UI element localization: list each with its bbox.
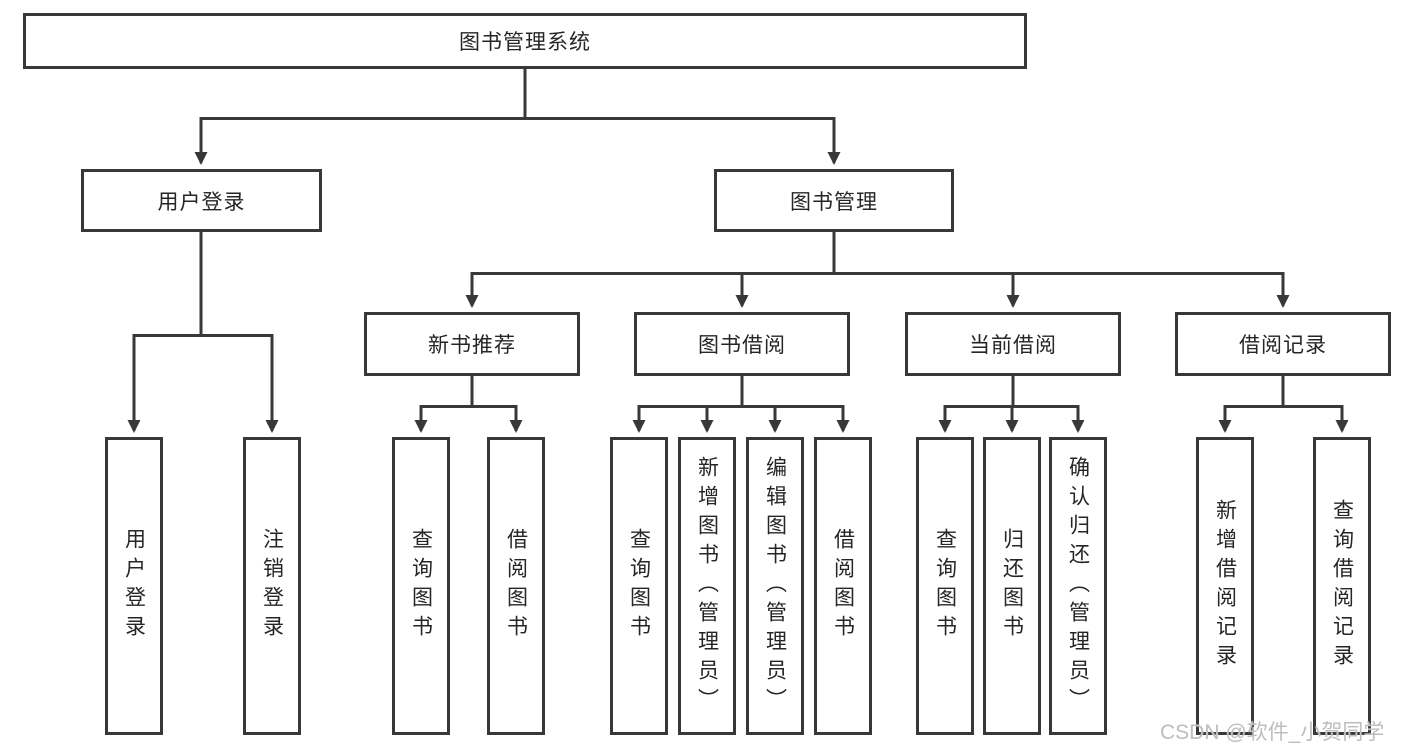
node-label: 归还图书 [1000, 528, 1024, 644]
node-label: 查询图书 [627, 528, 651, 644]
node-new-book-recommend: 新书推荐 [364, 312, 580, 376]
leaf-query-books-recommend: 查询图书 [392, 437, 450, 735]
node-book-management-module: 图书管理 [714, 169, 954, 232]
node-label: 用户登录 [122, 528, 146, 644]
node-book-borrowing: 图书借阅 [634, 312, 850, 376]
node-label: 图书管理 [790, 190, 878, 214]
leaf-borrow-books-borrowing: 借阅图书 [814, 437, 872, 735]
node-label: 图书借阅 [698, 334, 786, 357]
node-label: 图书管理系统 [459, 31, 591, 54]
leaf-confirm-return-admin: 确认归还（管理员） [1049, 437, 1107, 735]
leaf-query-books-current: 查询图书 [916, 437, 974, 735]
node-label: 新增图书（管理员） [695, 455, 719, 717]
node-label: 查询借阅记录 [1330, 499, 1354, 673]
node-label: 借阅图书 [831, 528, 855, 644]
leaf-return-book: 归还图书 [983, 437, 1041, 735]
node-label: 确认归还（管理员） [1066, 455, 1090, 717]
leaf-logout: 注销登录 [243, 437, 301, 735]
node-label: 注销登录 [260, 528, 284, 644]
leaf-add-borrow-record: 新增借阅记录 [1196, 437, 1254, 735]
node-label: 查询图书 [409, 528, 433, 644]
node-borrowing-records: 借阅记录 [1175, 312, 1391, 376]
node-label: 查询图书 [933, 528, 957, 644]
leaf-edit-book-admin: 编辑图书（管理员） [746, 437, 804, 735]
node-current-borrowing: 当前借阅 [905, 312, 1121, 376]
leaf-borrow-books-recommend: 借阅图书 [487, 437, 545, 735]
node-label: 借阅图书 [504, 528, 528, 644]
csdn-watermark: CSDN @软件_小贺同学 [1160, 721, 1385, 744]
node-label: 借阅记录 [1239, 334, 1327, 357]
leaf-query-books-borrowing: 查询图书 [610, 437, 668, 735]
leaf-query-borrow-record: 查询借阅记录 [1313, 437, 1371, 735]
node-system-root: 图书管理系统 [23, 13, 1027, 69]
node-label: 当前借阅 [969, 334, 1057, 357]
node-user-login-module: 用户登录 [81, 169, 322, 232]
node-label: 新增借阅记录 [1213, 499, 1237, 673]
node-label: 新书推荐 [428, 334, 516, 357]
node-label: 用户登录 [157, 190, 246, 214]
node-label: 编辑图书（管理员） [763, 455, 787, 717]
leaf-add-book-admin: 新增图书（管理员） [678, 437, 736, 735]
leaf-user-login: 用户登录 [105, 437, 163, 735]
